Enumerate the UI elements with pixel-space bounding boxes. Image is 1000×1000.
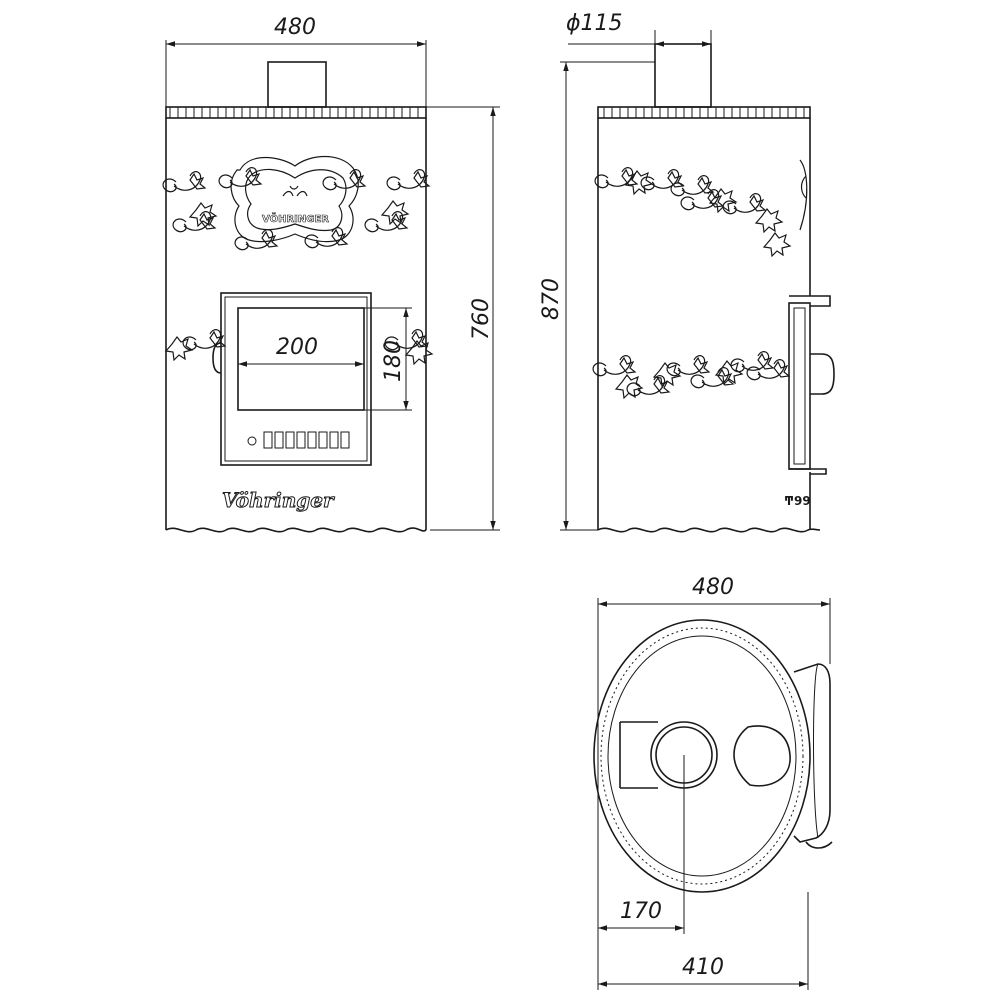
dim-door-width: 200 [276, 335, 318, 360]
air-vent-slots [263, 431, 350, 449]
front-bottom-edge [165, 527, 427, 533]
dim-flue-diameter: ϕ115 [566, 11, 623, 36]
side-ornament-upper [594, 159, 808, 257]
front-dimensions: 480 760 200 180 [165, 15, 500, 531]
side-flue-pipe [654, 43, 712, 108]
side-view: ͳ99 [592, 43, 835, 533]
front-brand-logo: Vöhringer [222, 488, 335, 512]
front-ornament-left [162, 171, 217, 233]
air-control-knob [247, 436, 257, 446]
top-dimensions: 480 170 410 [597, 575, 831, 990]
door-handle [212, 342, 222, 374]
side-door-handle [810, 353, 835, 395]
top-rim-knurl [600, 627, 804, 885]
top-door-handle [793, 663, 831, 843]
dim-front-height: 760 [469, 298, 494, 340]
dim-front-width: 480 [274, 15, 316, 40]
side-ornament-lower [592, 351, 790, 399]
front-body [165, 118, 427, 530]
side-top-rim [597, 106, 811, 119]
door-glass [237, 307, 365, 411]
top-inner-rim [607, 635, 797, 877]
dim-flue-offset: 170 [620, 899, 662, 924]
side-door-profile [788, 295, 835, 475]
dim-top-width: 480 [692, 575, 734, 600]
front-flue-pipe [267, 61, 327, 108]
top-outer-rim [593, 619, 811, 893]
dim-door-height: 180 [381, 340, 406, 382]
side-emblem-edge [799, 159, 808, 231]
fire-door [212, 292, 372, 466]
side-rim-knurl [603, 107, 805, 118]
dim-side-height: 870 [539, 278, 564, 320]
front-ornament-right [364, 169, 430, 233]
side-dimensions: ϕ115 870 [539, 11, 712, 531]
front-emblem: VÖHRINGER [218, 156, 366, 251]
front-top-rim [165, 106, 427, 119]
front-view: VÖHRINGER [162, 61, 433, 533]
side-bottom-edge [597, 527, 821, 533]
side-brand-fragment: ͳ99 [784, 494, 811, 508]
top-view [593, 619, 833, 893]
dim-top-depth: 410 [682, 955, 724, 980]
top-second-opening [733, 725, 791, 787]
top-flue-bracket [619, 721, 658, 789]
emblem-text: VÖHRINGER [262, 211, 329, 225]
front-rim-knurl [169, 107, 419, 118]
